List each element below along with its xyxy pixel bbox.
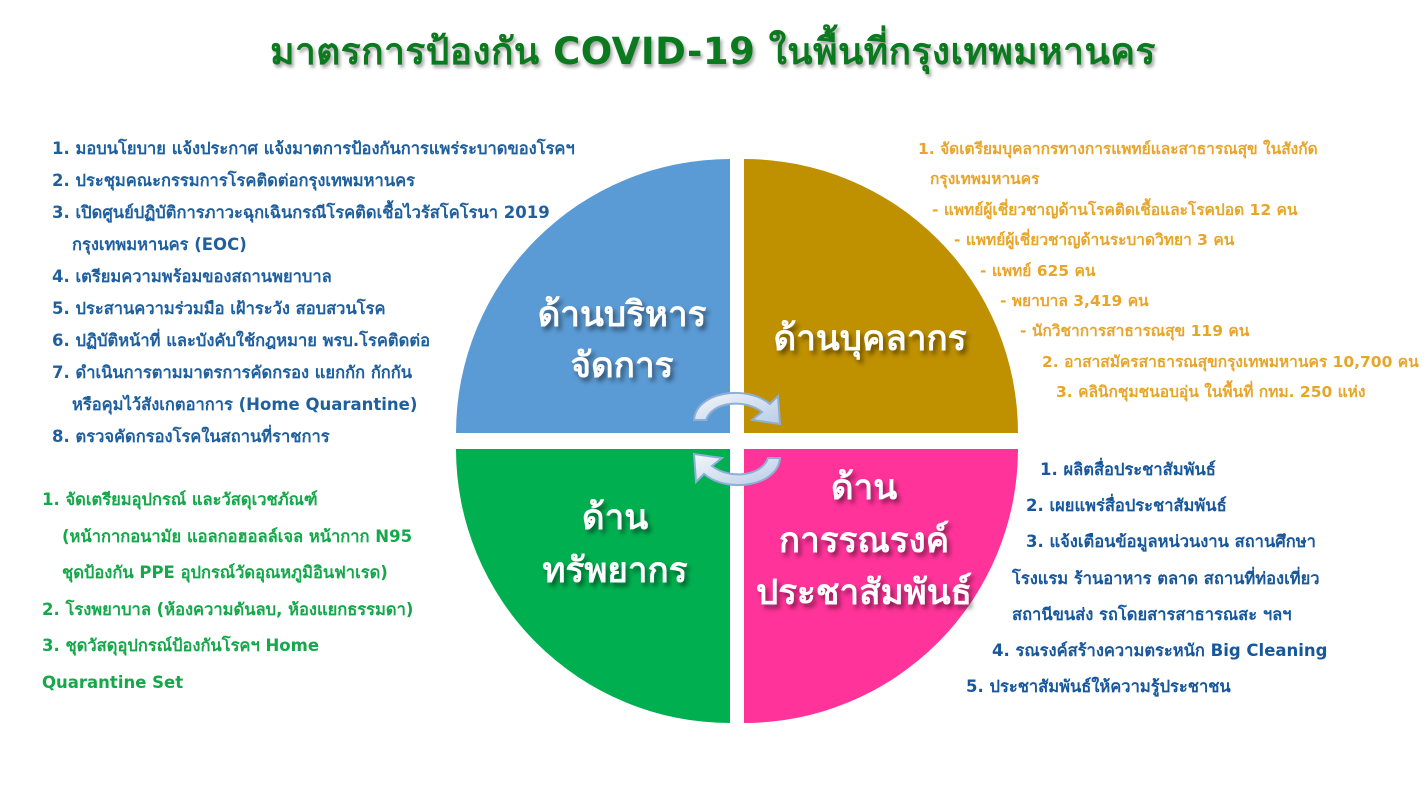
list-item: - แพทย์ผู้เชี่ยวชาญด้านระบาดวิทยา 3 คน [954, 231, 1235, 250]
list-item: 5. ประสานความร่วมมือ เฝ้าระวัง สอบสวนโรค [52, 299, 386, 318]
list-item: 8. ตรวจคัดกรองโรคในสถานที่ราชการ [52, 427, 330, 446]
resources-measures-list: 1. จัดเตรียมอุปกรณ์ และวัสดุเวชภัณฑ์ (หน… [42, 482, 413, 702]
cycle-arrows-icon [692, 391, 782, 487]
list-item: - แพทย์ 625 คน [980, 261, 1096, 280]
quadrant-pr-label: ด้าน การรณรงค์ ประชาสัมพันธ์ [744, 462, 984, 620]
list-item: 3. คลินิกชุมชนอบอุ่น ในพื้นที่ กทม. 250 … [1056, 383, 1366, 402]
list-item: 4. เตรียมความพร้อมของสถานพยาบาล [52, 267, 332, 286]
quadrant-resources-label: ด้าน ทรัพยากร [500, 492, 730, 597]
personnel-label-line1: ด้านบุคลากร [773, 319, 967, 359]
quadrant-admin-label: ด้านบริหาร จัดการ [512, 290, 732, 392]
pr-measures-list: 1. ผลิตสื่อประชาสัมพันธ์ 2. เผยแพร่สื่อป… [966, 452, 1328, 705]
quadrant-resources [456, 449, 730, 723]
list-item: 3. ชุดวัสดุอุปกรณ์ป้องกันโรคฯ Home [42, 636, 320, 656]
pr-label-line2: การรณรงค์ [778, 520, 950, 561]
pr-label-line1: ด้าน [830, 468, 898, 508]
list-item: 1. จัดเตรียมอุปกรณ์ และวัสดุเวชภัณฑ์ [42, 490, 318, 509]
list-item: 1. จัดเตรียมบุคลากรทางการแพทย์และสาธารณส… [918, 140, 1318, 158]
list-item: สถานีขนส่ง รถโดยสารสาธารณสะ ฯลฯ [1012, 604, 1292, 624]
quadrant-personnel-label: ด้านบุคลากร [750, 314, 990, 365]
list-item: 1. มอบนโยบาย แจ้งประกาศ แจ้งมาตการป้องกั… [52, 139, 575, 158]
personnel-measures-list: 1. จัดเตรียมบุคลากรทางการแพทย์และสาธารณส… [918, 134, 1419, 408]
resources-label-line2: ทรัพยากร [542, 550, 688, 591]
admin-measures-list: 1. มอบนโยบาย แจ้งประกาศ แจ้งมาตการป้องกั… [52, 133, 575, 453]
admin-label-line2: จัดการ [570, 345, 674, 386]
list-item: กรุงเทพมหานคร (EOC) [72, 235, 247, 254]
quadrant-pr [744, 449, 1018, 723]
list-item: Quarantine Set [42, 672, 184, 692]
list-item: 6. ปฏิบัติหน้าที่ และบังคับใช้กฎหมาย พรบ… [52, 331, 430, 350]
list-item: - พยาบาล 3,419 คน [1000, 292, 1149, 311]
list-item: 3. แจ้งเตือนข้อมูลหน่วนงาน สถานศึกษา [1026, 532, 1316, 552]
list-item: (หน้ากากอนามัย แอลกอฮอลล์เจล หน้ากาก N95 [62, 526, 413, 546]
list-item: โรงแรม ร้านอาหาร ตลาด สถานที่ท่องเที่ยว [1012, 568, 1320, 588]
list-item: 2. ประชุมคณะกรรมการโรคติดต่อกรุงเทพมหานค… [52, 171, 415, 190]
list-item: หรือคุมไว้สังเกตอาการ (Home Quarantine) [72, 395, 418, 414]
list-item: 7. ดำเนินการตามมาตรการคัดกรอง แยกกัก กัก… [52, 363, 413, 382]
list-item: 2. โรงพยาบาล (ห้องความดันลบ, ห้องแยกธรรม… [42, 599, 414, 619]
list-item: 4. รณรงค์สร้างความตระหนัก Big Cleaning [992, 641, 1328, 661]
page-title: มาตรการป้องกัน COVID-19 ในพื้นที่กรุงเทพ… [270, 30, 1156, 73]
list-item: 2. เผยแพร่สื่อประชาสัมพันธ์ [1026, 496, 1227, 516]
list-item: ชุดป้องกัน PPE อุปกรณ์วัดอุณหภูมิอินฟาเร… [62, 563, 388, 583]
list-item: 2. อาสาสมัครสาธารณสุขกรุงเทพมหานคร 10,70… [1042, 352, 1419, 371]
list-item: กรุงเทพมหานคร [930, 170, 1040, 189]
quadrant-personnel [744, 159, 1018, 433]
admin-label-line1: ด้านบริหาร [537, 295, 707, 335]
resources-label-line1: ด้าน [581, 498, 649, 538]
list-item: 5. ประชาสัมพันธ์ให้ความรู้ประชาชน [966, 677, 1231, 697]
list-item: - นักวิชาการสาธารณสุข 119 คน [1020, 322, 1250, 341]
list-item: - แพทย์ผู้เชี่ยวชาญด้านโรคติดเชื้อและโรค… [932, 200, 1298, 219]
quadrant-admin [456, 159, 730, 433]
list-item: 3. เปิดศูนย์ปฏิบัติการภาวะฉุกเฉินกรณีโรค… [52, 203, 550, 222]
pr-label-line3: ประชาสัมพันธ์ [755, 573, 972, 613]
list-item: 1. ผลิตสื่อประชาสัมพันธ์ [1040, 460, 1216, 479]
